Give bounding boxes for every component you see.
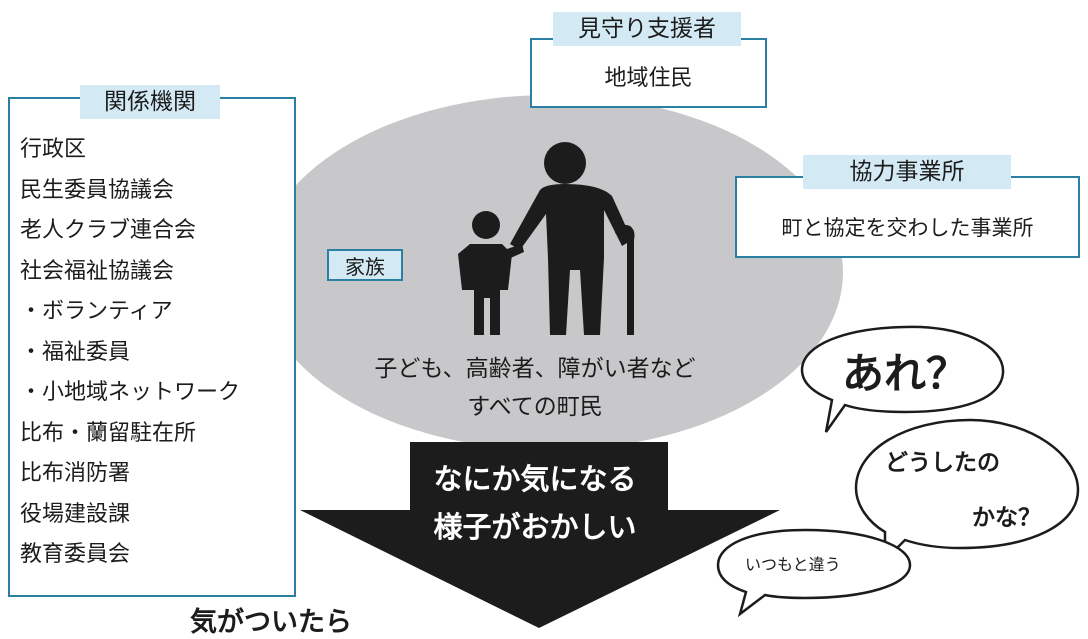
- bubble-itsumo-text: いつもと違う: [745, 555, 841, 574]
- cooperating-businesses-label: 協力事業所: [803, 155, 1011, 189]
- bottom-caption: 気がついたら: [190, 607, 352, 638]
- agency-item: 教育委員会: [20, 542, 131, 567]
- agency-item: 民生委員協議会: [20, 177, 175, 203]
- residents-line-2: すべての町民: [467, 394, 603, 420]
- agency-item: ・ボランティア: [20, 299, 173, 324]
- agency-item: ・福祉委員: [20, 339, 131, 365]
- arrow-line-2: 様子がおかしい: [433, 510, 637, 544]
- elderly-with-child-icon: [458, 142, 635, 335]
- speech-bubble-are: [800, 325, 1005, 433]
- arrow-text: なにか気になる 様子がおかしい: [360, 455, 710, 551]
- speech-bubble-itsumo: [716, 528, 912, 618]
- arrow-line-1: なにか気になる: [433, 462, 637, 496]
- residents-line-1: 子ども、高齢者、障がい者など: [374, 356, 696, 382]
- agency-item: 役場建設課: [20, 501, 131, 527]
- watch-supporters-text: 地域住民: [604, 66, 693, 91]
- bubble-doshita-line-1: どうしたの: [885, 449, 1000, 476]
- agencies-list: 行政区 民生委員協議会 老人クラブ連合会 社会福祉協議会 ・ボランティア ・福祉…: [20, 130, 240, 576]
- agencies-label: 関係機関: [80, 85, 220, 119]
- cooperating-businesses-box: [735, 176, 1080, 258]
- agency-item: 比布消防署: [20, 461, 131, 486]
- agency-item: 比布・蘭留駐在所: [20, 420, 197, 446]
- bubble-are-text: あれ？: [842, 349, 969, 398]
- agencies-box: [8, 97, 296, 597]
- down-arrow: [300, 442, 780, 628]
- agency-item: 老人クラブ連合会: [20, 218, 197, 243]
- agency-item: 社会福祉協議会: [20, 258, 175, 284]
- family-label: 家族: [327, 249, 403, 281]
- cooperating-businesses-text: 町と協定を交わした事業所: [781, 216, 1034, 240]
- agency-item: 行政区: [20, 137, 87, 162]
- bubble-doshita-line-2: かな？: [972, 504, 1041, 531]
- residents-text: 子ども、高齢者、障がい者など すべての町民: [300, 350, 770, 426]
- agency-item: ・小地域ネットワーク: [20, 380, 241, 405]
- speech-bubble-doshita: [854, 418, 1080, 564]
- watch-supporters-label: 見守り支援者: [553, 12, 741, 46]
